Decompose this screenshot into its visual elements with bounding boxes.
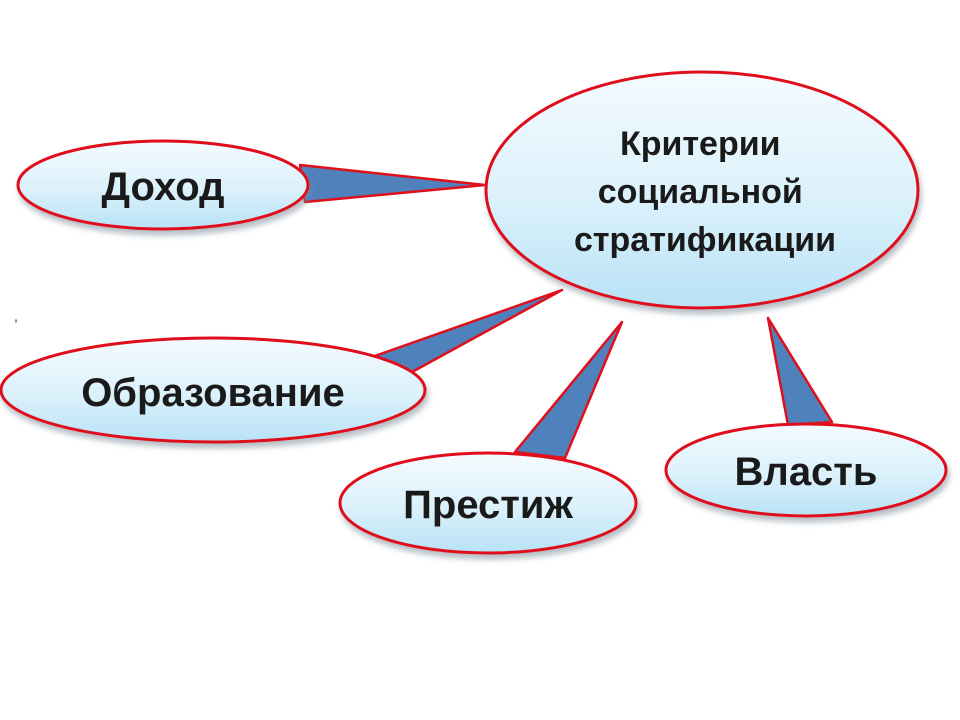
svg-text:Критерии социальной: Критерии социальной стратификации (574, 125, 836, 259)
criterion-education-label: Образование (81, 371, 345, 415)
criterion-education-bubble: Образование (0, 336, 427, 444)
connector-income (298, 163, 487, 204)
center-line-3: стратификации (574, 221, 836, 259)
criterion-prestige-label: Престиж (403, 483, 573, 527)
criterion-income-label: Доход (102, 165, 225, 209)
connector-prestige (513, 320, 624, 460)
center-line-2: социальной (598, 173, 803, 211)
criterion-prestige-bubble: Престиж (338, 451, 638, 555)
connector-power (766, 316, 834, 427)
criterion-power-bubble: Власть (664, 422, 948, 518)
criterion-power-label: Власть (735, 450, 878, 494)
criterion-income-bubble: Доход (16, 139, 310, 231)
center-bubble: Критерии социальной стратификации (484, 70, 920, 310)
stray-comma-mark: , (14, 308, 18, 324)
connector-education (370, 288, 564, 374)
center-line-1: Критерии (620, 125, 781, 163)
